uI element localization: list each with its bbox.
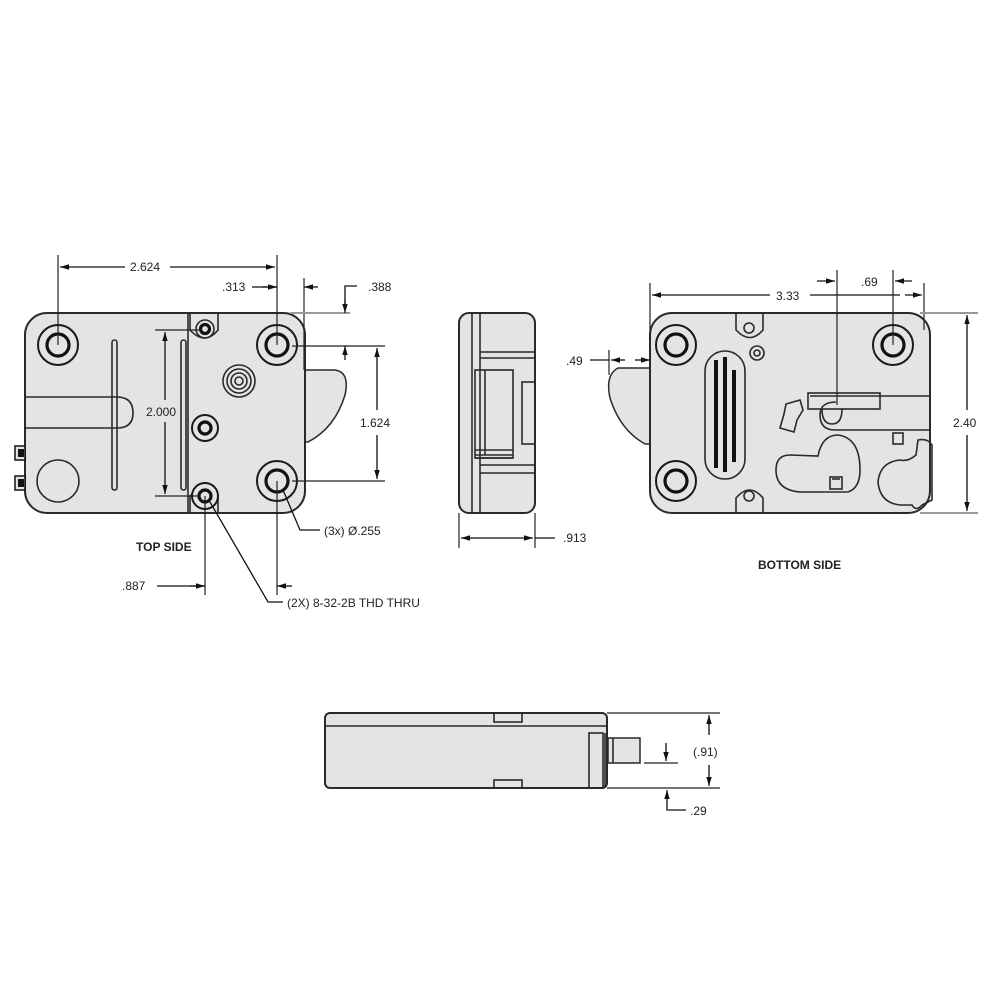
bottom-side-view: 3.33 .69 .49 2.40 BOTTOM SIDE [566,270,978,572]
bolt [302,369,347,443]
dim-overall-height: 2.40 [953,416,977,430]
front-view: (.91) .29 [324,712,720,818]
end-view: .913 [458,312,587,548]
connector-pins [14,445,26,491]
dim-front-bolt-offset: .29 [690,804,707,818]
dim-edge-offset: .313 [222,280,246,294]
mounting-hole-top-left [655,324,697,366]
bottom-side-title: BOTTOM SIDE [758,558,841,572]
lock-body [24,312,306,514]
bolt [607,367,653,445]
dim-overall-width: 3.33 [776,289,800,303]
dim-front-height: (.91) [693,745,718,759]
top-side-view: 2.624 .313 .388 1.624 2.000 .887 [14,255,420,610]
dim-bolt-throw: .49 [566,354,583,368]
thread-hole-top [195,319,215,339]
dim-hole-spacing-vertical: 2.000 [146,405,176,419]
callout-thread: (2X) 8-32-2B THD THRU [287,596,420,610]
dim-hole-offset: .69 [861,275,878,289]
dim-depth: .913 [563,531,587,545]
dim-hole-spacing-horizontal: 2.624 [130,260,160,274]
callout-hole-diameter: (3x) Ø.255 [324,524,381,538]
spindle-hole [36,459,80,503]
dim-bolt-height: 1.624 [360,416,390,430]
top-side-title: TOP SIDE [136,540,192,554]
thread-hole-middle [191,414,219,442]
dim-thread-hole-offset: .887 [122,579,146,593]
label-plate [704,350,746,480]
mounting-hole-bottom-left [655,460,697,502]
concentric-sensor-icon [222,364,256,398]
dim-bolt-offset-top: .388 [368,280,392,294]
